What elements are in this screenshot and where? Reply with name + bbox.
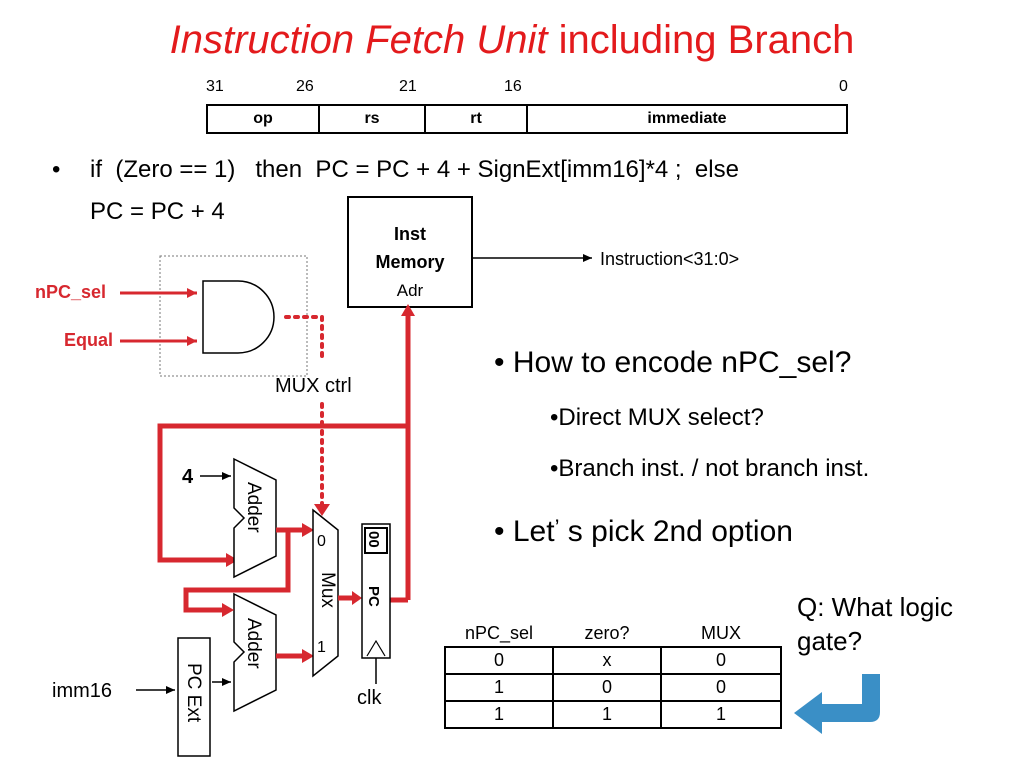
cell-npc-sel: 1 [444,673,554,702]
mux-ctrl-label: MUX ctrl [275,375,352,397]
pc-low-bits-box [364,527,388,554]
option-branch-text: Branch inst. / not branch inst. [558,455,870,482]
question-encode: • How to encode nPC_sel? [494,346,852,379]
npc-sel-label: nPC_sel [35,282,106,302]
title-italic: Instruction Fetch Unit [169,18,548,62]
constant-four: 4 [182,466,194,488]
inst-memory-adr: Adr [397,281,424,300]
mux-ctrl-arrowhead [314,504,330,516]
field-op: op [208,106,320,132]
header-mux: MUX [701,622,741,643]
cell-zero: x [552,646,662,675]
clk-label: clk [357,687,382,709]
cell-mux: 0 [660,673,782,702]
imm16-label: imm16 [52,680,112,702]
mux [312,508,339,678]
branch-rule-line2: PC = PC + 4 [90,198,225,225]
pick-option-apostrophe: ’ [554,515,560,540]
pc-ext-box [177,637,211,757]
adder-bottom [233,592,277,713]
inst-memory-box [347,196,473,308]
bit-16: 16 [504,78,522,95]
header-npc-sel: nPC_sel [464,622,534,643]
pc-low-bits: 00 [365,531,382,548]
option-direct: •Direct MUX select? [550,404,764,431]
bit-31: 31 [206,78,224,95]
cell-mux: 1 [660,700,782,729]
pick-option: • Let’ s pick 2nd option [494,515,793,548]
adder-bottom-label: Adder [243,618,264,669]
pc-ext-label: PC Ext [183,663,204,723]
inst-memory-label-1: Inst [394,224,426,244]
cell-npc-sel: 1 [444,700,554,729]
bit-26: 26 [296,78,314,95]
mux-in1-label: 1 [317,639,326,656]
option-branch: •Branch inst. / not branch inst. [550,455,870,482]
instruction-out-label: Instruction<31:0> [600,249,739,269]
truth-table-header: nPC_sel zero? MUX [445,620,781,647]
pick-option-pre: Let [512,515,555,548]
field-immediate: immediate [647,110,727,127]
pc-feedback-wire [157,310,411,563]
pick-option-post: s pick 2nd option [567,515,793,548]
field-rs: rs [320,106,426,132]
equal-label: Equal [64,330,113,350]
cell-zero: 1 [552,700,662,729]
pc-label: PC [365,586,382,607]
table-row: 0 x 0 [444,646,782,675]
cell-npc-sel: 0 [444,646,554,675]
mux-in0-label: 0 [317,533,326,550]
cell-mux: 0 [660,646,782,675]
inst-memory-label-2: Memory [375,252,444,272]
mux-label: Mux [317,572,338,608]
instruction-format-bar: op rs rt immediate [206,104,848,134]
bit-0: 0 [839,78,848,95]
gate-output-dotted [284,315,324,360]
title-rest: including Branch [547,18,855,62]
clock-triangle-icon [366,639,386,657]
truth-table: nPC_sel zero? MUX 0 x 0 1 0 0 1 1 1 [444,620,782,729]
option-direct-text: Direct MUX select? [558,404,764,431]
header-zero: zero? [584,622,630,643]
return-arrow-icon [794,674,880,734]
question-encode-text: How to encode nPC_sel? [512,346,852,379]
field-rt: rt [426,106,528,132]
and-gate-icon [202,280,275,354]
table-row: 1 0 0 [444,673,782,702]
logic-box [159,255,308,377]
branch-rule-line1: if (Zero == 1) then PC = PC + 4 + SignEx… [90,156,739,183]
logic-gate-question: Q: What logic gate? [797,592,954,656]
adder-top [233,457,277,579]
cell-zero: 0 [552,673,662,702]
adder-top-label: Adder [243,482,264,533]
bit-21: 21 [399,78,417,95]
slide-title: Instruction Fetch Unit including Branch [0,18,1024,63]
bullet-dot: • [52,156,61,183]
table-row: 1 1 1 [444,700,782,729]
